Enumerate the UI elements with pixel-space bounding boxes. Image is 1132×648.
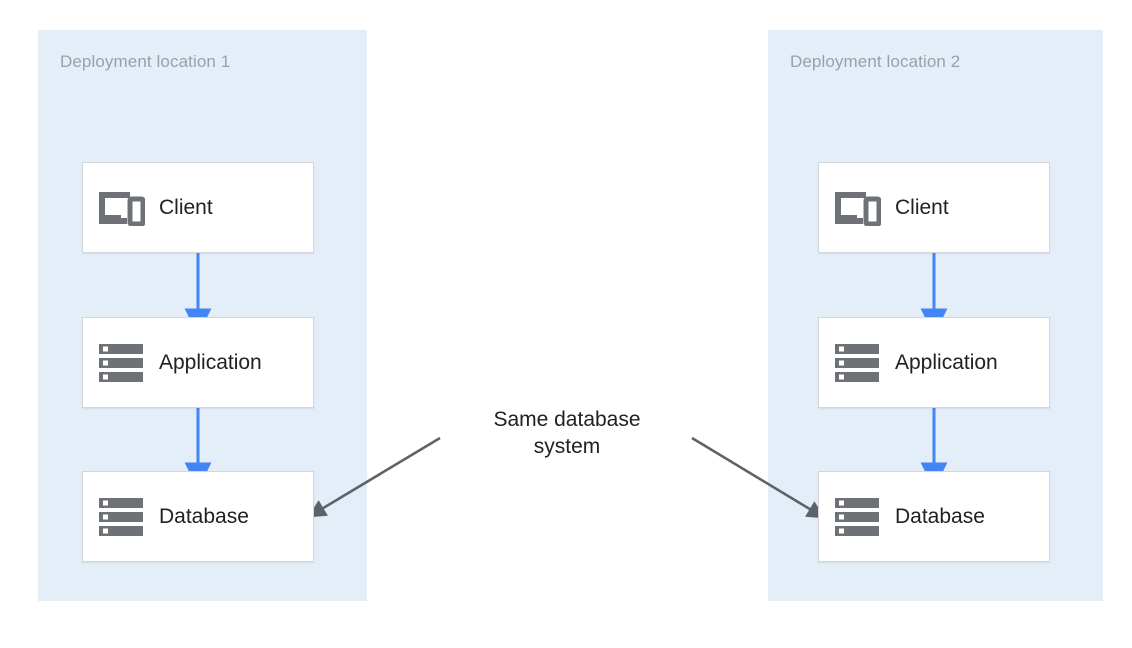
annotation-line-2: system <box>533 435 601 458</box>
node-client-1-label: Client <box>159 195 213 219</box>
node-database-1-label: Database <box>159 504 249 528</box>
node-client-2[interactable]: Client <box>818 162 1050 253</box>
deployment-location-1-label: Deployment location 1 <box>60 52 231 71</box>
annotation-line-1: Same database <box>493 408 641 431</box>
devices-icon <box>83 190 159 226</box>
devices-icon <box>819 190 895 226</box>
node-application-1-label: Application <box>159 350 262 374</box>
annotation-same-database-system: Same database system <box>452 406 682 460</box>
server-icon <box>83 497 159 536</box>
node-client-1[interactable]: Client <box>82 162 314 253</box>
node-database-1[interactable]: Database <box>82 471 314 562</box>
node-application-2-label: Application <box>895 350 998 374</box>
node-client-2-label: Client <box>895 195 949 219</box>
node-application-1[interactable]: Application <box>82 317 314 408</box>
deployment-location-2-label: Deployment location 2 <box>790 52 961 71</box>
node-application-2[interactable]: Application <box>818 317 1050 408</box>
server-icon <box>819 497 895 536</box>
node-database-2[interactable]: Database <box>818 471 1050 562</box>
server-icon <box>83 343 159 382</box>
server-icon <box>819 343 895 382</box>
node-database-2-label: Database <box>895 504 985 528</box>
